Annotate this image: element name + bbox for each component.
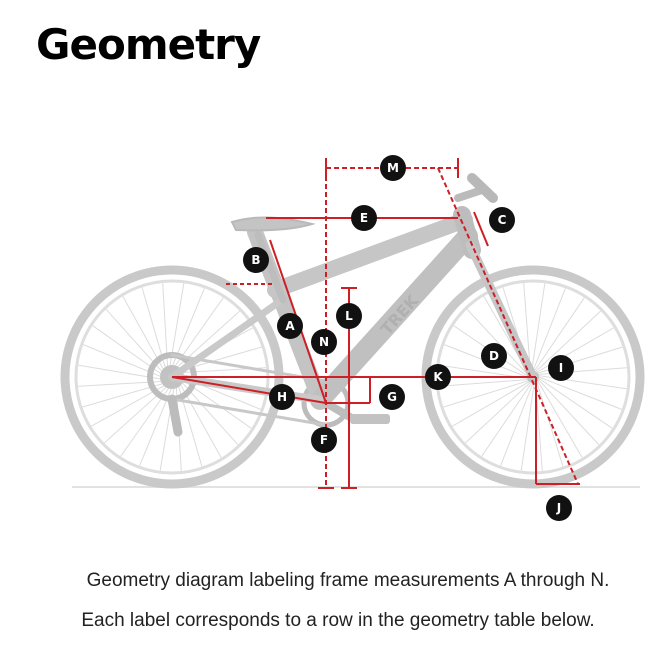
- measure-head-angle-dashed: [437, 167, 579, 485]
- measurement-labels: M E C B L A N D I K H G F J: [243, 155, 574, 521]
- spoke: [536, 381, 564, 467]
- spoke: [465, 381, 531, 444]
- spoke: [481, 382, 533, 457]
- svg-text:G: G: [387, 390, 397, 404]
- svg-text:E: E: [360, 211, 368, 225]
- caption-line-2: Each label corresponds to a row in the g…: [81, 610, 595, 631]
- svg-text:F: F: [320, 433, 328, 447]
- spoke: [523, 282, 531, 373]
- label-m: M: [380, 155, 406, 181]
- spoke: [533, 297, 585, 372]
- label-b: B: [243, 247, 269, 273]
- label-c: C: [489, 207, 515, 233]
- top-tube: [267, 212, 473, 298]
- pedal: [350, 414, 390, 424]
- label-d: D: [481, 343, 507, 369]
- bike-geometry-diagram: TREK M: [60, 155, 645, 521]
- spoke: [538, 376, 622, 410]
- svg-text:D: D: [489, 349, 499, 363]
- spoke: [537, 379, 600, 445]
- label-l: L: [336, 303, 362, 329]
- spoke: [438, 379, 529, 387]
- svg-text:B: B: [251, 253, 260, 267]
- spoke: [466, 309, 529, 375]
- rear-derailleur: [167, 394, 183, 437]
- label-a: A: [277, 313, 303, 339]
- measure-c-line: [473, 211, 489, 247]
- label-k: K: [425, 364, 451, 390]
- spoke: [535, 310, 601, 373]
- svg-text:C: C: [498, 213, 507, 227]
- down-tube: [310, 226, 478, 410]
- measurement-lines: [171, 158, 580, 489]
- saddle: [230, 216, 316, 232]
- label-i: I: [548, 355, 574, 381]
- svg-text:I: I: [559, 361, 563, 375]
- svg-text:M: M: [387, 161, 399, 175]
- label-f: F: [311, 427, 337, 453]
- label-h: H: [269, 384, 295, 410]
- spoke: [537, 380, 583, 458]
- label-j: J: [546, 495, 572, 521]
- svg-text:J: J: [556, 501, 561, 515]
- spoke: [531, 283, 546, 372]
- svg-text:L: L: [345, 309, 353, 323]
- label-e: E: [351, 205, 377, 231]
- spoke: [443, 380, 529, 408]
- svg-text:K: K: [433, 370, 443, 384]
- spoke: [538, 377, 613, 429]
- svg-text:H: H: [277, 390, 287, 404]
- measure-h-line: [171, 376, 327, 404]
- svg-text:A: A: [285, 319, 295, 333]
- handlebar: [467, 173, 498, 203]
- page-title: Geometry: [36, 20, 261, 69]
- spoke: [520, 382, 535, 471]
- svg-text:N: N: [319, 335, 329, 349]
- caption-line-1: Geometry diagram labeling frame measurem…: [86, 570, 610, 591]
- seat-stay: [168, 296, 286, 381]
- spoke: [452, 381, 530, 427]
- label-n: N: [311, 329, 337, 355]
- spoke: [500, 382, 534, 466]
- stem: [454, 186, 486, 202]
- seatpost: [254, 231, 287, 304]
- spoke: [532, 288, 566, 372]
- label-g: G: [379, 384, 405, 410]
